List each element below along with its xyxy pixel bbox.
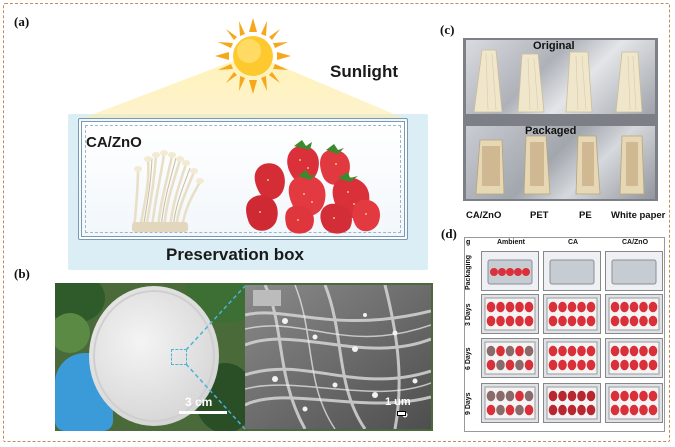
film-label: CA/ZnO	[86, 134, 142, 151]
photo-cell	[543, 294, 601, 334]
photo-cell	[605, 251, 663, 291]
photo-cell	[605, 338, 663, 378]
row-3-days: 3 Days	[465, 303, 472, 327]
panel-d-label: (d)	[441, 226, 457, 241]
figure-frame	[3, 3, 670, 442]
caption-white-paper: White paper	[611, 210, 666, 221]
row-6-days: 6 Days	[465, 347, 472, 371]
corner-label: g	[466, 239, 471, 246]
zoom-lines	[185, 285, 246, 430]
sem-image: 1 um	[245, 285, 431, 429]
column-ca-zno: CA/ZnO	[621, 239, 649, 246]
panel-c-label: (c)	[440, 22, 455, 37]
photo-cell	[481, 338, 539, 378]
zoom-region-box	[171, 349, 187, 365]
panel-a-label: (a)	[14, 14, 30, 29]
strawberries-icon	[246, 140, 381, 234]
photo-cell	[543, 251, 601, 291]
sunlight-beam	[78, 54, 408, 120]
sun-icon	[215, 18, 291, 94]
preservation-box-label: Preservation box	[166, 245, 304, 264]
sem-header-patch	[253, 290, 281, 306]
scale-label-left: 3 cm	[185, 395, 213, 409]
panel-d-grid: g Ambient CA CA/ZnO Packaging 3 Days 6 D…	[464, 237, 665, 432]
panel-b: 3 cm	[55, 283, 433, 431]
caption-pet: PET	[530, 210, 549, 221]
photo-cell	[481, 383, 539, 423]
panel-c-photo: Original Packaged	[463, 38, 658, 201]
preservation-box	[78, 118, 408, 240]
scale-bar-left	[179, 411, 227, 414]
panel-b-label: (b)	[14, 266, 30, 281]
caption-ca-zno: CA/ZnO	[466, 210, 502, 221]
row-9-days: 9 Days	[465, 392, 472, 416]
photo-cell	[543, 338, 601, 378]
packaged-foil	[466, 126, 655, 199]
original-label: Original	[533, 40, 575, 52]
row-packaging: Packaging	[465, 254, 472, 290]
photo-cell	[481, 294, 539, 334]
photo-cell	[481, 251, 539, 291]
caption-pe: PE	[579, 210, 592, 221]
column-ambient: Ambient	[497, 239, 525, 246]
packaged-label: Packaged	[525, 125, 577, 137]
scale-bar-right	[397, 411, 406, 416]
photo-cell	[543, 383, 601, 423]
scale-label-right: 1 um	[385, 396, 411, 408]
sunlight-label: Sunlight	[330, 62, 398, 81]
photo-cell	[605, 294, 663, 334]
panel-a: Sunlight	[30, 14, 430, 270]
column-ca: CA	[567, 239, 579, 246]
photo-cell	[605, 383, 663, 423]
original-foil	[466, 40, 655, 114]
enoki-mushroom-icon	[132, 150, 204, 232]
